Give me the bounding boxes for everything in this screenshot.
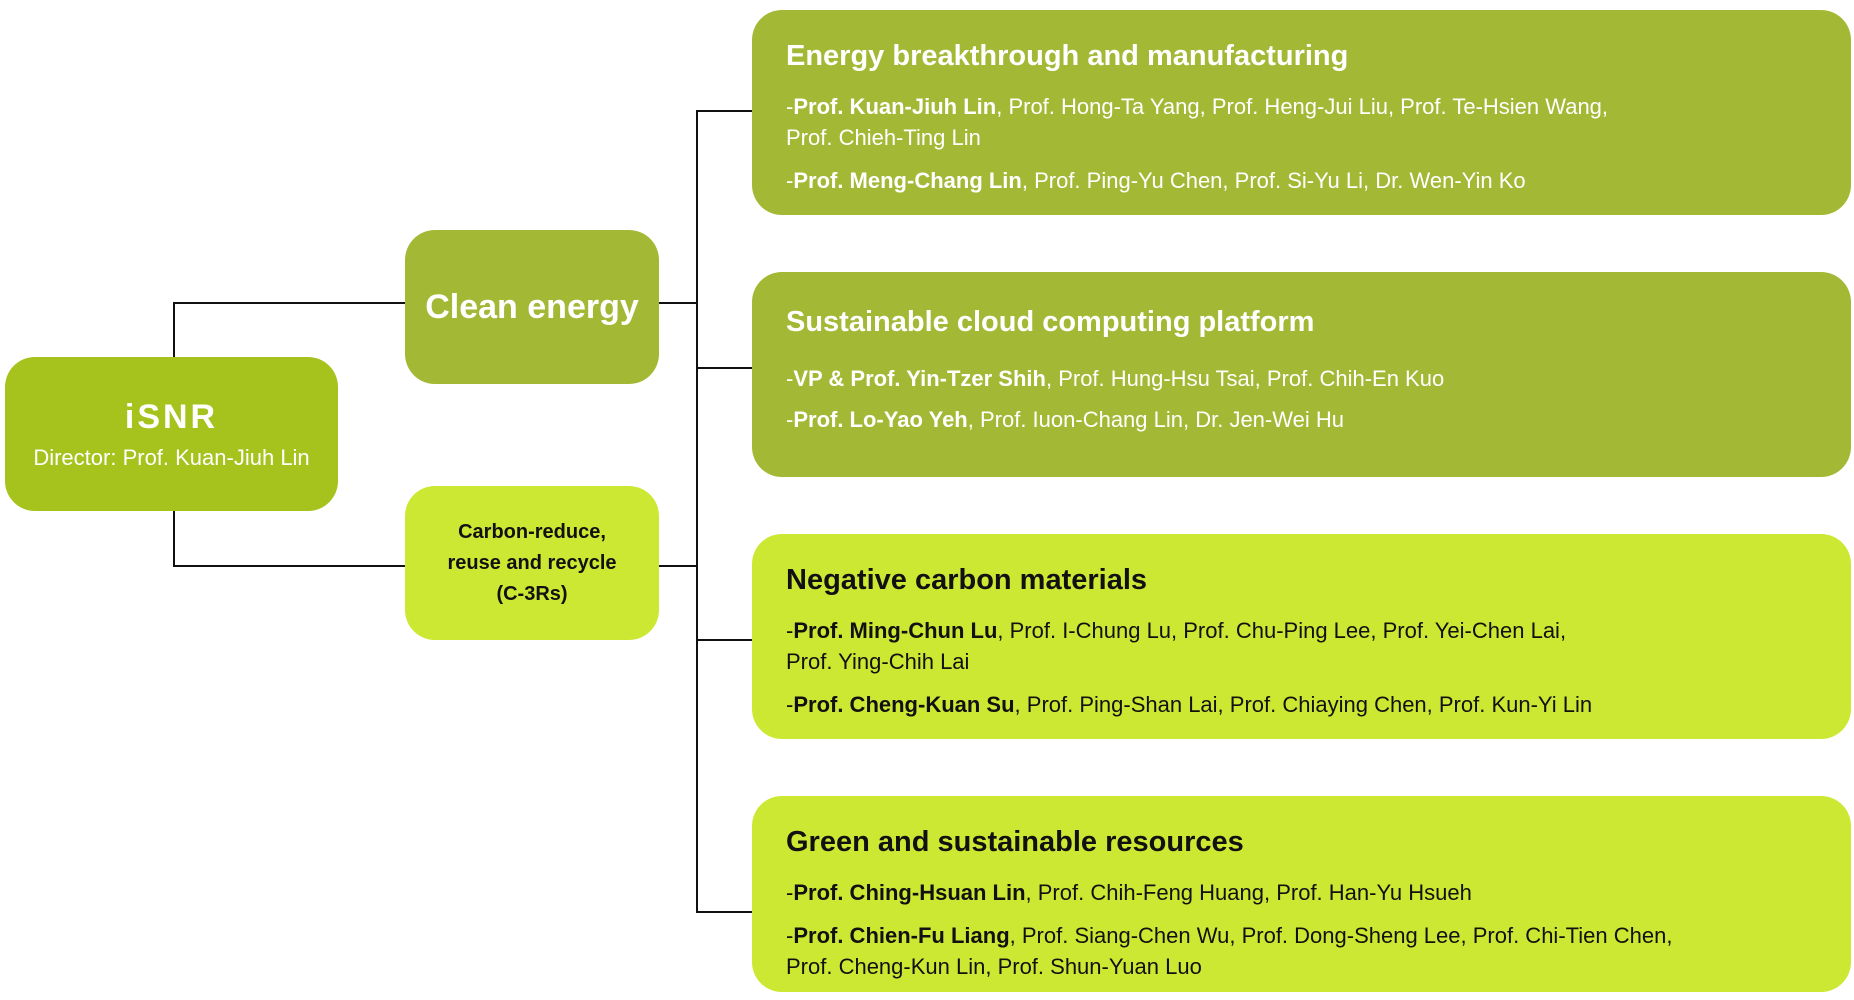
root-title: iSNR — [124, 397, 219, 436]
group-negative-carbon: Negative carbon materials -Prof. Ming-Ch… — [752, 534, 1851, 739]
other-members: , Prof. I-Chung Lu, Prof. Chu-Ping Lee, … — [786, 618, 1567, 674]
lead-member: Prof. Lo-Yao Yeh — [793, 407, 968, 432]
connector-group-2 — [696, 639, 752, 641]
member-row: -Prof. Cheng-Kuan Su, Prof. Ping-Shan La… — [786, 692, 1593, 717]
group-title: Sustainable cloud computing platform — [786, 306, 1315, 338]
lead-member: VP & Prof. Yin-Tzer Shih — [793, 366, 1046, 391]
group-title: Negative carbon materials — [786, 564, 1148, 596]
other-members: , Prof. Ping-Shan Lai, Prof. Chiaying Ch… — [1014, 692, 1593, 717]
other-members: , Prof. Siang-Chen Wu, Prof. Dong-Sheng … — [786, 923, 1673, 979]
connector-clean-trunk — [659, 302, 697, 304]
connector-group-1 — [696, 367, 752, 369]
lead-member: Prof. Kuan-Jiuh Lin — [793, 94, 997, 119]
member-row: -Prof. Chien-Fu Liang, Prof. Siang-Chen … — [786, 923, 1673, 979]
connector-group-0 — [696, 110, 752, 112]
branch-label: Clean energy — [425, 287, 639, 326]
lead-member: Prof. Ching-Hsuan Lin — [793, 880, 1026, 905]
other-members: , Prof. Iuon-Chang Lin, Dr. Jen-Wei Hu — [967, 407, 1344, 432]
root-director: Director: Prof. Kuan-Jiuh Lin — [33, 444, 310, 470]
other-members: , Prof. Ping-Yu Chen, Prof. Si-Yu Li, Dr… — [1021, 168, 1526, 193]
branch-label: Carbon-reduce, reuse and recycle (C-3Rs) — [447, 520, 617, 605]
lead-member: Prof. Cheng-Kuan Su — [793, 692, 1015, 717]
other-members: , Prof. Hung-Hsu Tsai, Prof. Chih-En Kuo — [1045, 366, 1445, 391]
member-row: -VP & Prof. Yin-Tzer Shih, Prof. Hung-Hs… — [786, 366, 1445, 391]
group-green-resources: Green and sustainable resources -Prof. C… — [752, 796, 1851, 992]
branch-clean-energy: Clean energy — [405, 230, 659, 384]
root-node: iSNR Director: Prof. Kuan-Jiuh Lin — [5, 357, 338, 511]
connector-trunk — [696, 110, 698, 913]
connector-group-3 — [696, 911, 752, 913]
other-members: , Prof. Hong-Ta Yang, Prof. Heng-Jui Liu… — [786, 94, 1609, 150]
group-cloud-computing: Sustainable cloud computing platform -VP… — [752, 272, 1851, 477]
connector-c3rs-trunk — [659, 565, 697, 567]
member-row: -Prof. Lo-Yao Yeh, Prof. Iuon-Chang Lin,… — [786, 407, 1344, 432]
member-row: -Prof. Kuan-Jiuh Lin, Prof. Hong-Ta Yang… — [786, 94, 1609, 150]
group-energy-breakthrough: Energy breakthrough and manufacturing -P… — [752, 10, 1851, 215]
lead-member: Prof. Chien-Fu Liang — [793, 923, 1010, 948]
group-title: Energy breakthrough and manufacturing — [786, 40, 1349, 72]
other-members: , Prof. Chih-Feng Huang, Prof. Han-Yu Hs… — [1025, 880, 1472, 905]
connector-root-up — [173, 302, 175, 357]
member-row: -Prof. Meng-Chang Lin, Prof. Ping-Yu Che… — [786, 168, 1526, 193]
branch-c3rs: Carbon-reduce, reuse and recycle (C-3Rs) — [405, 486, 659, 640]
connector-root-down — [173, 511, 175, 567]
connector-root-c3rs — [173, 565, 405, 567]
member-row: -Prof. Ming-Chun Lu, Prof. I-Chung Lu, P… — [786, 618, 1567, 674]
lead-member: Prof. Meng-Chang Lin — [793, 168, 1022, 193]
connector-root-clean — [173, 302, 405, 304]
group-title: Green and sustainable resources — [786, 826, 1244, 858]
lead-member: Prof. Ming-Chun Lu — [793, 618, 998, 643]
member-row: -Prof. Ching-Hsuan Lin, Prof. Chih-Feng … — [786, 880, 1472, 905]
